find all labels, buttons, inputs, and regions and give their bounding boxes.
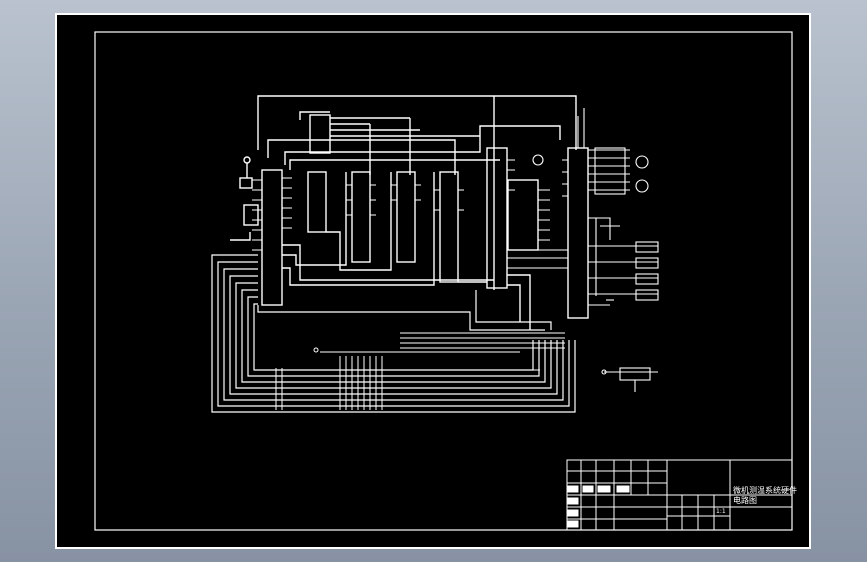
- drawing-scale: 1:1: [716, 508, 726, 515]
- ic-u6: [486, 147, 508, 289]
- ic-u3: [351, 171, 371, 263]
- title-block: [566, 459, 793, 531]
- ic-u4: [396, 171, 416, 263]
- ic-u7: [567, 147, 589, 319]
- drawing-title: 微机测温系统硬件: [733, 485, 797, 495]
- circuit-schematic: [211, 95, 659, 413]
- ic-top: [309, 114, 331, 154]
- mcu-chip: [261, 169, 283, 306]
- wire: [267, 139, 456, 175]
- wire: [299, 111, 330, 120]
- ic-u5: [439, 171, 459, 283]
- drawing-subtitle: 电路图: [733, 495, 757, 505]
- top-bus-wire: [257, 95, 577, 150]
- drawing-frame: [94, 31, 793, 531]
- ic-u2: [307, 171, 327, 233]
